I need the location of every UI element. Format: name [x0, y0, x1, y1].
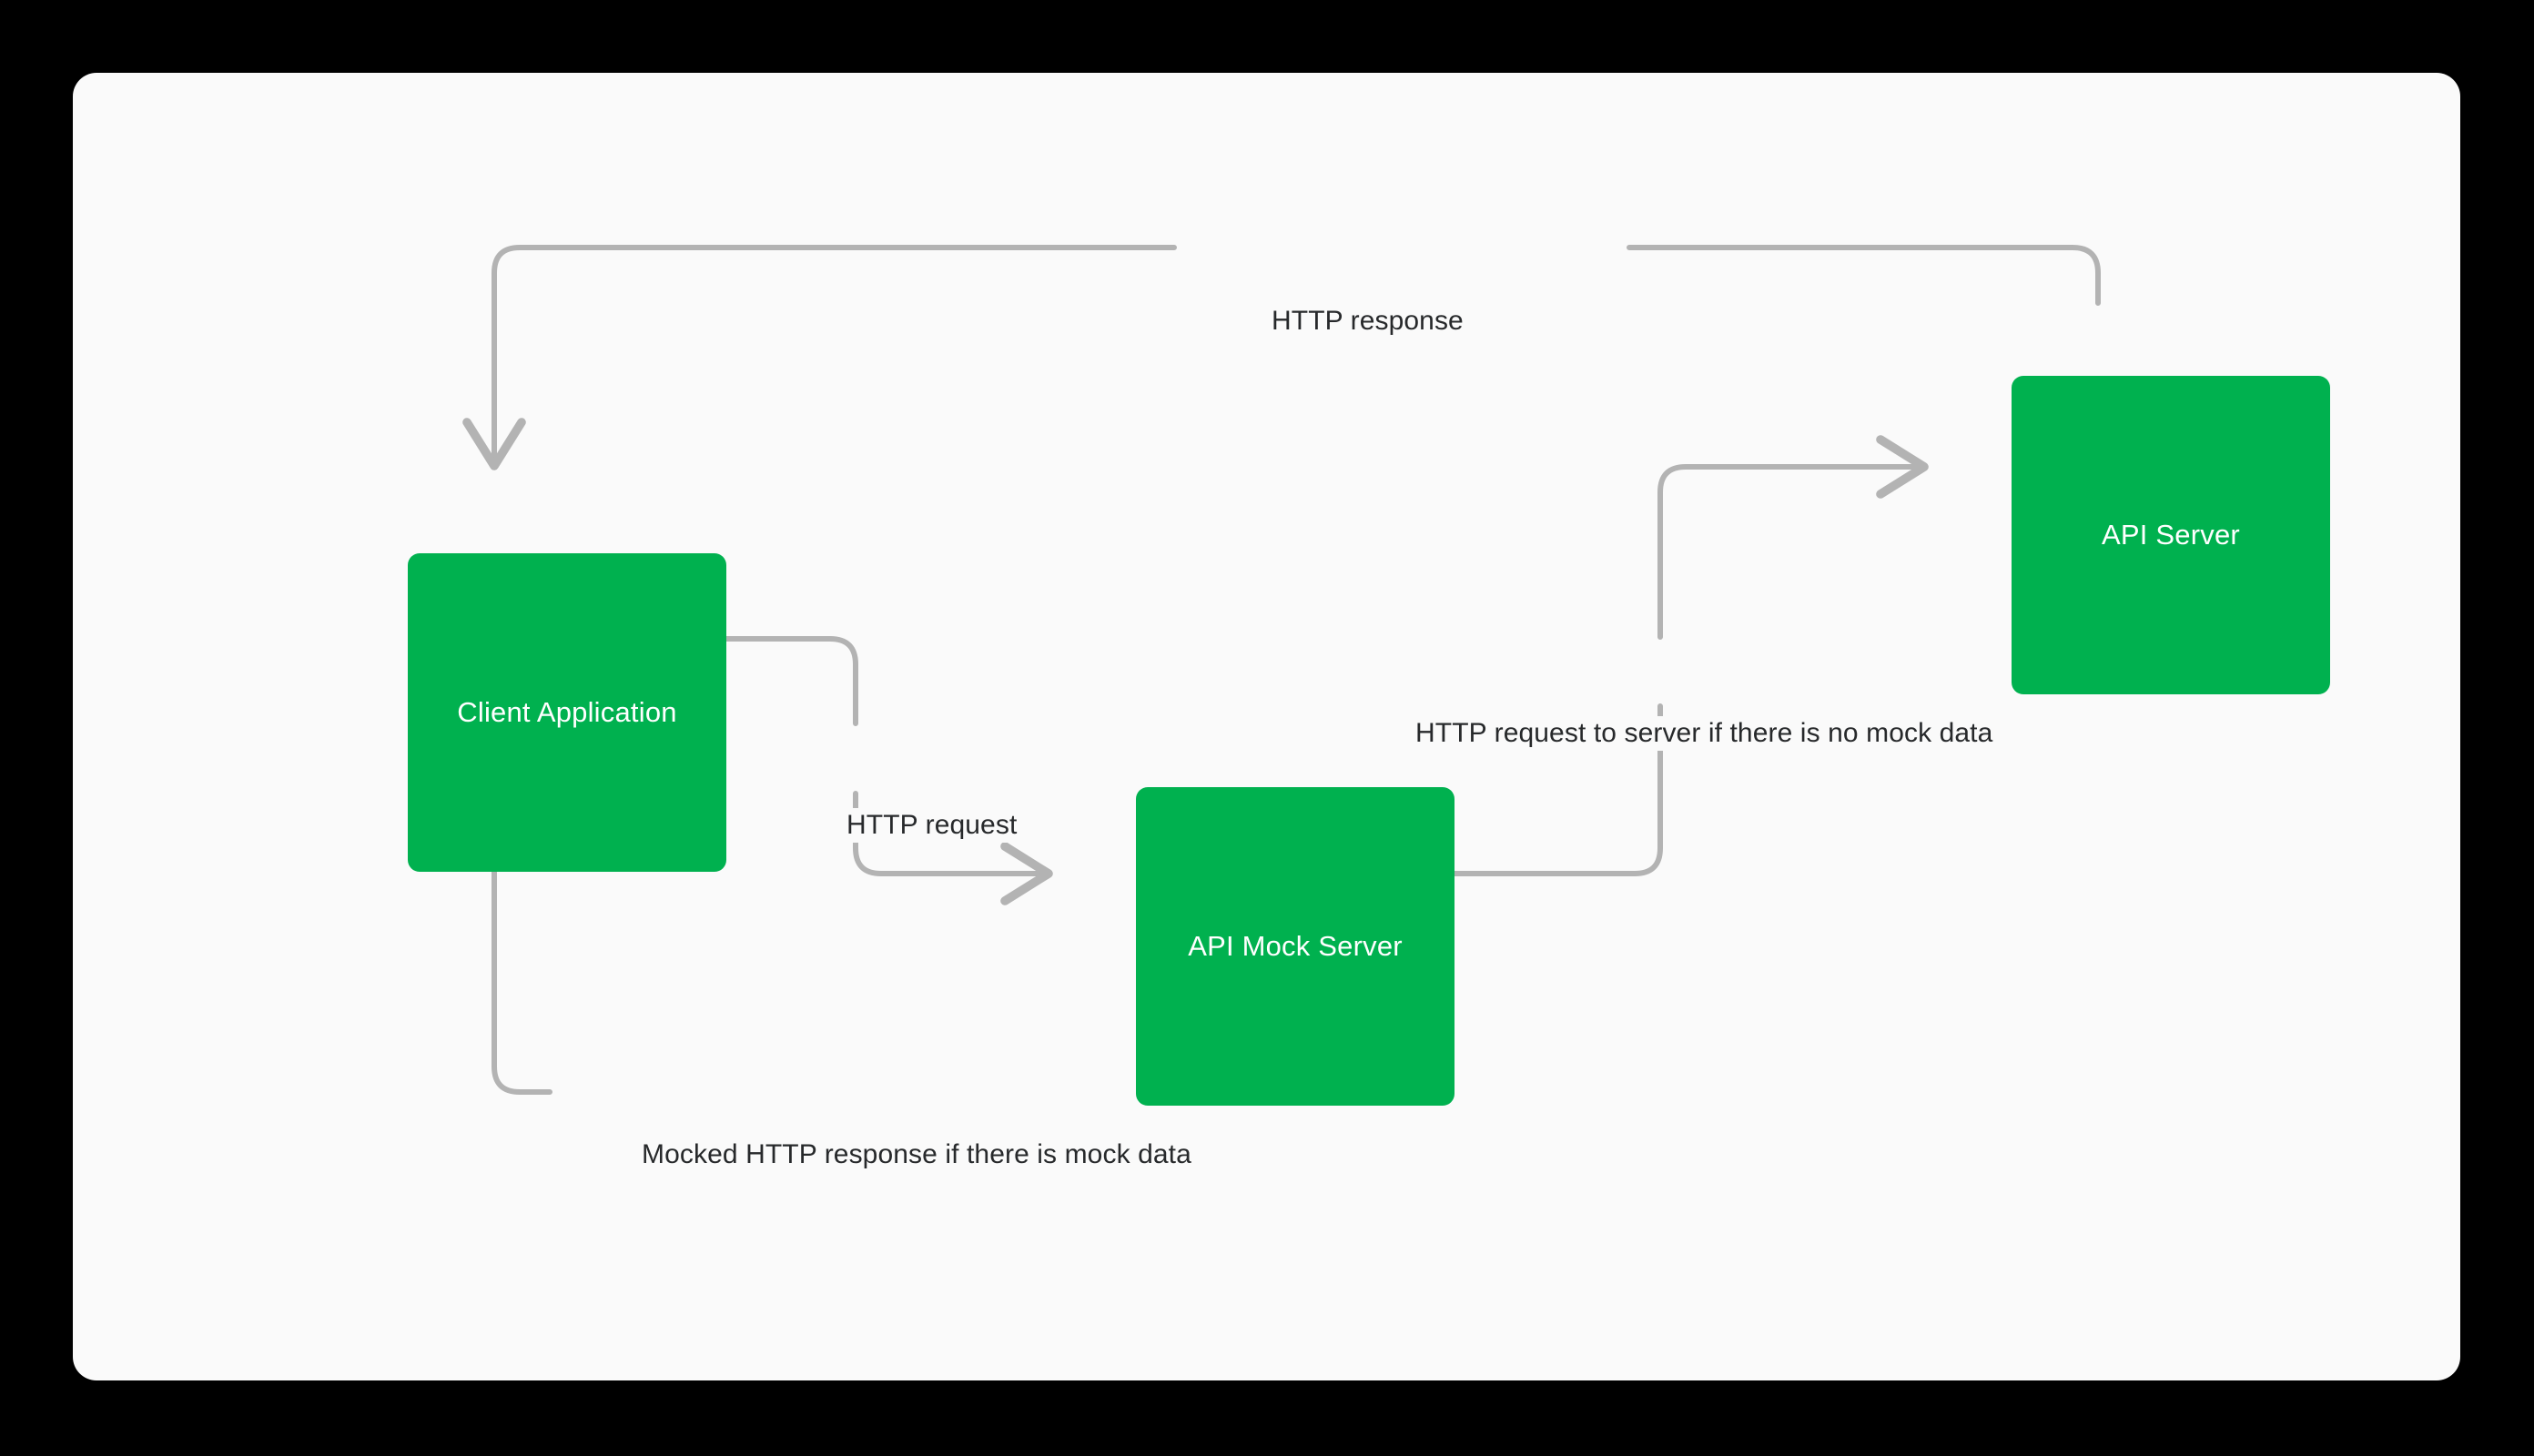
edge-label-http-request-no-mock-data: HTTP request to server if there is no mo…: [1403, 716, 2006, 751]
node-api-mock-server[interactable]: API Mock Server: [1136, 787, 1455, 1106]
edge-http-request-lower-segment: [853, 791, 1053, 905]
edge-label-mocked-http-response: Mocked HTTP response if there is mock da…: [629, 1138, 1204, 1172]
edge-http-request-upper-segment: [651, 636, 858, 726]
node-api-mock-server-label: API Mock Server: [1188, 930, 1403, 963]
edge-http-response-left-segment: [462, 245, 1177, 470]
edge-mocked-response-left-segment: [462, 813, 552, 1095]
diagram-card: Client Application API Mock Server API S…: [73, 73, 2460, 1380]
node-client-application-label: Client Application: [457, 696, 677, 729]
node-api-server-label: API Server: [2102, 519, 2240, 551]
connector-layer: [462, 245, 2101, 1095]
edge-http-response-right-segment: [1627, 245, 2101, 306]
edge-no-mock-upper-segment: [1657, 435, 1929, 640]
edge-label-http-request: HTTP request: [834, 808, 1030, 843]
node-api-server[interactable]: API Server: [2012, 376, 2330, 694]
edge-label-http-response: HTTP response: [1259, 304, 1476, 339]
node-client-application[interactable]: Client Application: [408, 553, 726, 872]
edge-no-mock-lower-segment: [1379, 703, 1663, 876]
